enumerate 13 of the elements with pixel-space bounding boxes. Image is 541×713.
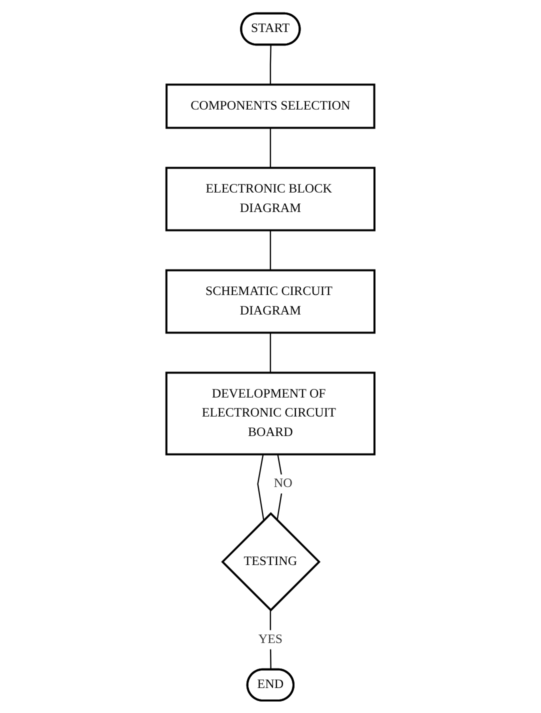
- connector: [257, 454, 264, 520]
- node-diamond: TESTING: [221, 512, 321, 612]
- node-box: ELECTRONIC BLOCK DIAGRAM: [165, 166, 376, 231]
- connector: [270, 332, 272, 372]
- connector: [270, 127, 272, 168]
- node-box: SCHEMATIC CIRCUIT DIAGRAM: [165, 268, 376, 334]
- node-box: DEVELOPMENT OF ELECTRONIC CIRCUIT BOARD: [165, 371, 376, 455]
- node-box: COMPONENTS SELECTION: [166, 83, 376, 128]
- connector: [270, 230, 272, 270]
- edge-label: YES: [258, 632, 283, 646]
- connector: [270, 44, 272, 84]
- edge-label: NO: [274, 476, 292, 490]
- connector: [276, 454, 284, 520]
